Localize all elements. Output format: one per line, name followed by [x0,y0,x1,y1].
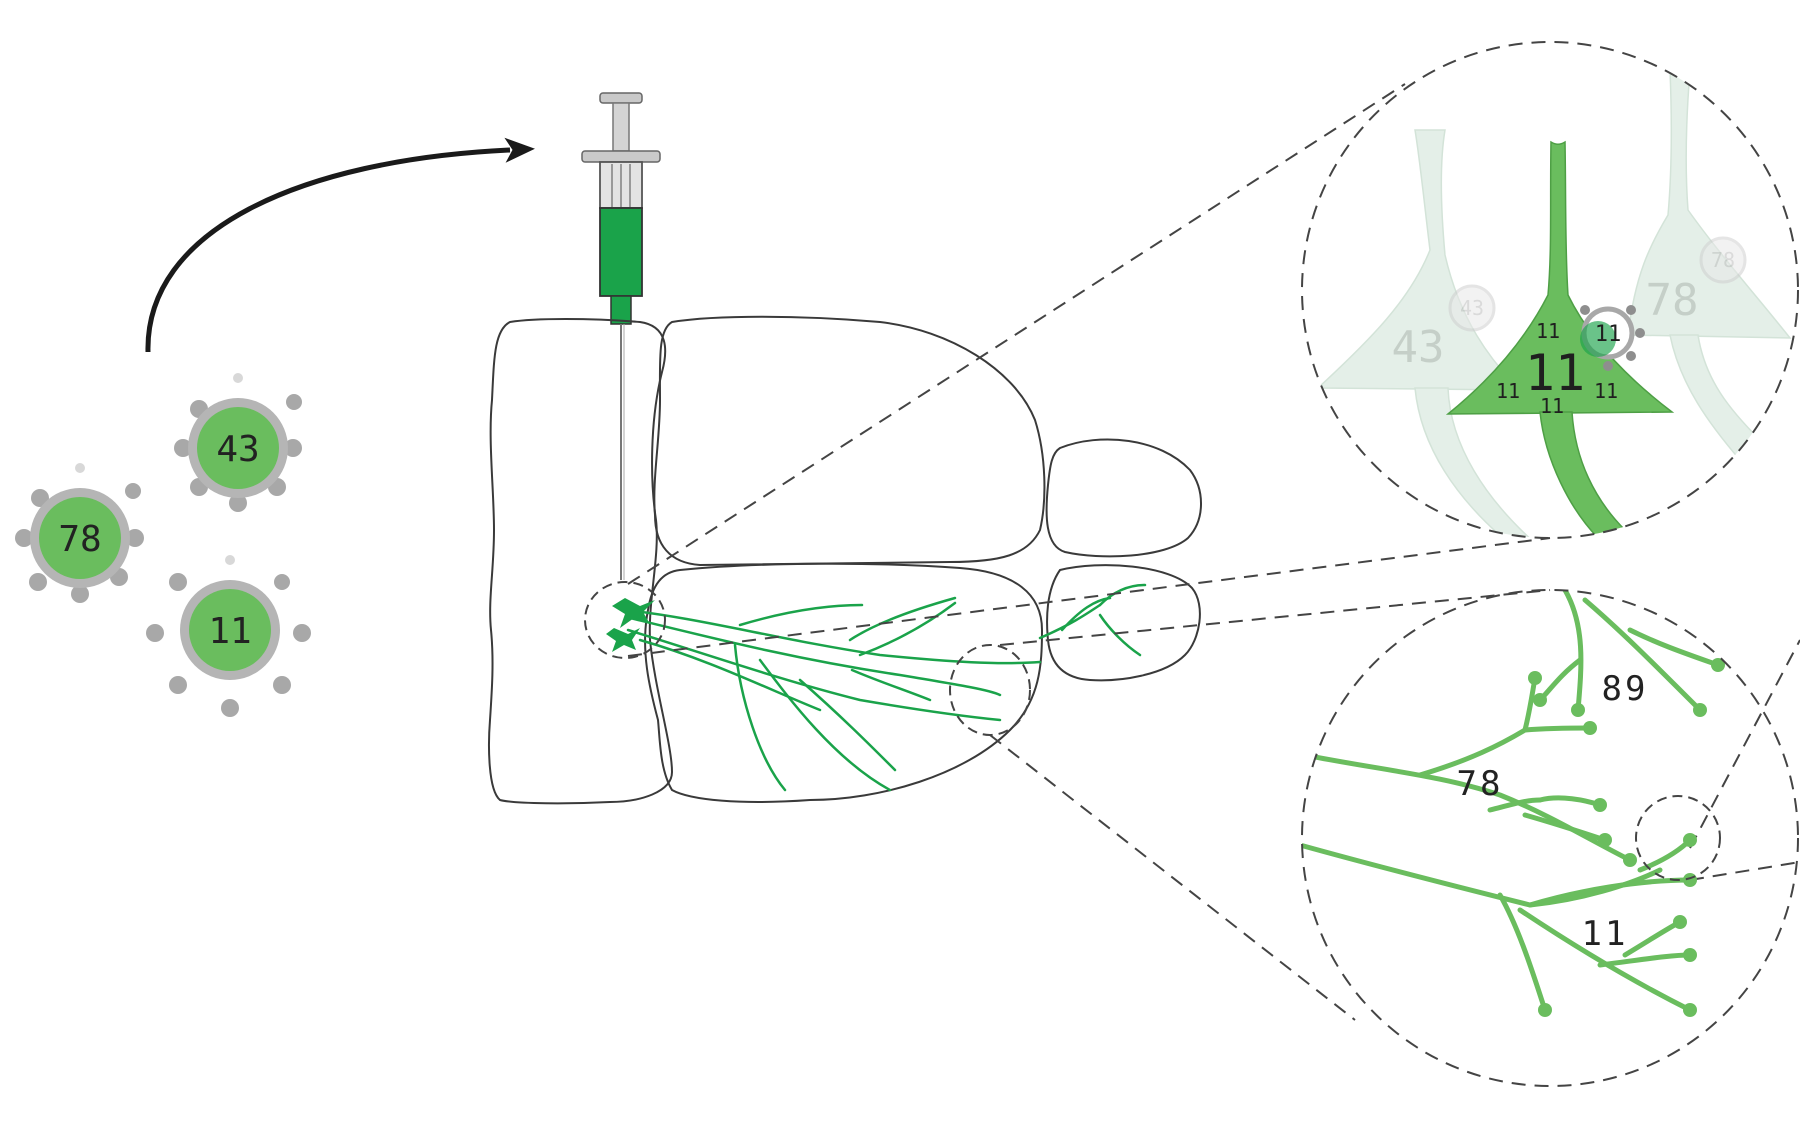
axon-barcode-label: 89 [1602,669,1649,709]
particle-label: 11 [1595,322,1622,347]
zoom-lines [627,83,1800,1021]
projection-site-marker [949,644,1031,736]
virus-label: 43 [216,429,259,470]
expressed-barcode-label: 11 [1540,394,1564,418]
infecting-particle-11: 11 [1580,305,1645,371]
expressed-barcode-label: 11 [1536,319,1560,343]
injection-site-marker [584,581,666,659]
terminal-marker [1635,795,1721,881]
syringe-icon [581,92,661,580]
faded-particle-label: 43 [1460,296,1484,320]
expressed-barcode-label: 11 [1594,379,1618,403]
faded-cell-label: 43 [1392,322,1445,373]
virus-particle-43: 43 [174,373,302,512]
virus-label: 11 [208,611,251,652]
faded-particle-78: 78 [1699,236,1747,284]
virus-label: 78 [58,519,101,560]
olfactory-region [488,318,674,805]
axon-terminals [1528,658,1725,1017]
axon-barcode-label: 78 [1457,764,1504,804]
axon-zoom-panel: 89 78 11 [1301,589,1799,1087]
labeled-neurons-brain [623,583,1147,792]
cerebellum-upper [1045,438,1202,558]
injection-arrow [145,137,535,353]
virus-particle-11: 11 [146,555,311,717]
soma-zoom-panel: 43 78 43 78 11 11 11 [1301,41,1799,539]
expressed-barcode-label: 11 [1496,379,1520,403]
axon-barcode-label: 11 [1582,914,1629,954]
faded-particle-43: 43 [1448,284,1496,332]
brain-outline [488,315,1202,805]
virus-particle-78: 78 [15,463,144,603]
injection-site-neurons [606,598,655,652]
cortex-upper [653,315,1046,567]
faded-particle-label: 78 [1711,248,1735,272]
highlight-cell-label: 11 [1525,344,1585,402]
cortex-lower [644,562,1044,803]
faded-cell-label: 78 [1646,275,1699,326]
